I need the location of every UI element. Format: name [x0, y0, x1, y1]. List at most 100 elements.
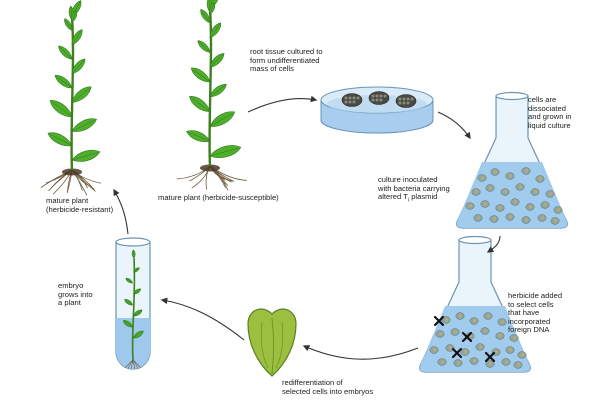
callus [341, 93, 363, 107]
leaf-vein [209, 3, 215, 15]
leaf-vein [209, 85, 226, 97]
callus-texture [371, 98, 375, 102]
callus-texture [348, 100, 352, 104]
label-redifferentiation: redifferentiation of selected cells into… [282, 378, 374, 396]
leaf-vein [71, 120, 95, 132]
leaf-vein [59, 46, 73, 60]
cell-nucleus [521, 353, 524, 357]
arrow-root-to-dish [247, 95, 318, 113]
cell-nucleus [494, 170, 497, 174]
cell-nucleus [519, 185, 522, 189]
leaf-vein [71, 59, 85, 74]
cell-nucleus [499, 206, 502, 210]
leaf-vein [133, 267, 140, 273]
embryo [247, 308, 297, 377]
plantlet-root [127, 359, 134, 369]
herbicide-kill-marks [433, 315, 496, 363]
cell-nucleus [489, 362, 492, 366]
callus [395, 94, 417, 108]
cell-nucleus [554, 219, 557, 223]
cell-nucleus [481, 176, 484, 180]
flask-herbicide-selection [419, 235, 531, 373]
callus-texture [402, 101, 406, 105]
callus-texture [375, 98, 379, 102]
cell-nucleus [433, 348, 436, 352]
callus-texture [375, 94, 379, 98]
label-liquid-culture: cells are dissociated and grown in liqui… [528, 95, 572, 130]
cell-nucleus [439, 332, 442, 336]
leaf-vein [126, 278, 133, 284]
cell-nucleus [489, 186, 492, 190]
callus-texture [344, 96, 348, 100]
callus-texture [402, 97, 406, 101]
plant-herbicide-susceptible [176, 0, 247, 191]
leaf-vein [133, 289, 141, 295]
kill-mark [433, 315, 445, 327]
cell-nucleus [441, 360, 444, 364]
cell-nucleus [513, 336, 516, 340]
callus-texture [348, 96, 352, 100]
leaf-vein [133, 250, 135, 259]
cell-nucleus [544, 203, 547, 207]
leaf-vein [201, 10, 211, 23]
callus-masses [341, 91, 417, 108]
cell-nucleus [517, 363, 520, 367]
soil-clump [200, 164, 220, 172]
callus-texture [379, 94, 383, 98]
cell-nucleus [504, 190, 507, 194]
cell-nucleus [475, 190, 478, 194]
leaf-vein [192, 68, 211, 83]
callus-texture [410, 97, 414, 101]
flask-2-cells [429, 312, 527, 369]
cell-nucleus [557, 208, 560, 212]
callus-texture [406, 97, 410, 101]
cell-nucleus [464, 350, 467, 354]
cell-nucleus [514, 200, 517, 204]
leaf-vein [49, 133, 73, 146]
cell-nucleus [445, 318, 448, 322]
flask-1-cells [465, 167, 563, 225]
leaf-vein [133, 310, 142, 317]
label-embryo-grows: embryo grows into a plant [58, 281, 93, 308]
leaf-vein [133, 331, 143, 339]
arrow-flask-to-embryo [302, 345, 419, 360]
callus-texture [356, 96, 360, 100]
cell-nucleus [473, 359, 476, 363]
leaf-vein [188, 131, 211, 142]
callus-texture [352, 96, 356, 100]
leaf-vein [71, 152, 98, 161]
cell-nucleus [459, 314, 462, 318]
leaf-vein [209, 147, 239, 157]
cell-nucleus [509, 215, 512, 219]
cell-nucleus [505, 360, 508, 364]
leaf-vein [71, 87, 90, 103]
cell-nucleus [469, 204, 472, 208]
label-inoculated-main: culture inoculated with bacteria carryin… [378, 175, 450, 202]
petri-dish [320, 86, 434, 134]
cell-nucleus [484, 202, 487, 206]
leaf-vein [209, 54, 224, 68]
stem [208, 9, 213, 167]
cell-nucleus [484, 329, 487, 333]
cell-nucleus [449, 346, 452, 350]
kill-mark [451, 347, 463, 359]
label-mature-resistant: mature plant (herbicide-resistant) [46, 196, 114, 214]
kill-mark [461, 331, 473, 343]
cell-nucleus [501, 320, 504, 324]
arrow-flask-to-flask [486, 235, 501, 253]
cell-nucleus [499, 334, 502, 338]
callus-texture [379, 98, 383, 102]
cell-nucleus [529, 205, 532, 209]
plantlet-root [130, 359, 134, 369]
cell-nucleus [493, 217, 496, 221]
cell-nucleus [457, 361, 460, 365]
callus-texture [344, 100, 348, 104]
kill-mark [484, 351, 496, 363]
callus-texture [352, 100, 356, 104]
cell-nucleus [479, 345, 482, 349]
leaf-vein [125, 299, 133, 306]
leaf-vein [56, 76, 73, 89]
cell-nucleus [539, 177, 542, 181]
label-root-culture: root tissue cultured to form undifferent… [250, 47, 323, 74]
